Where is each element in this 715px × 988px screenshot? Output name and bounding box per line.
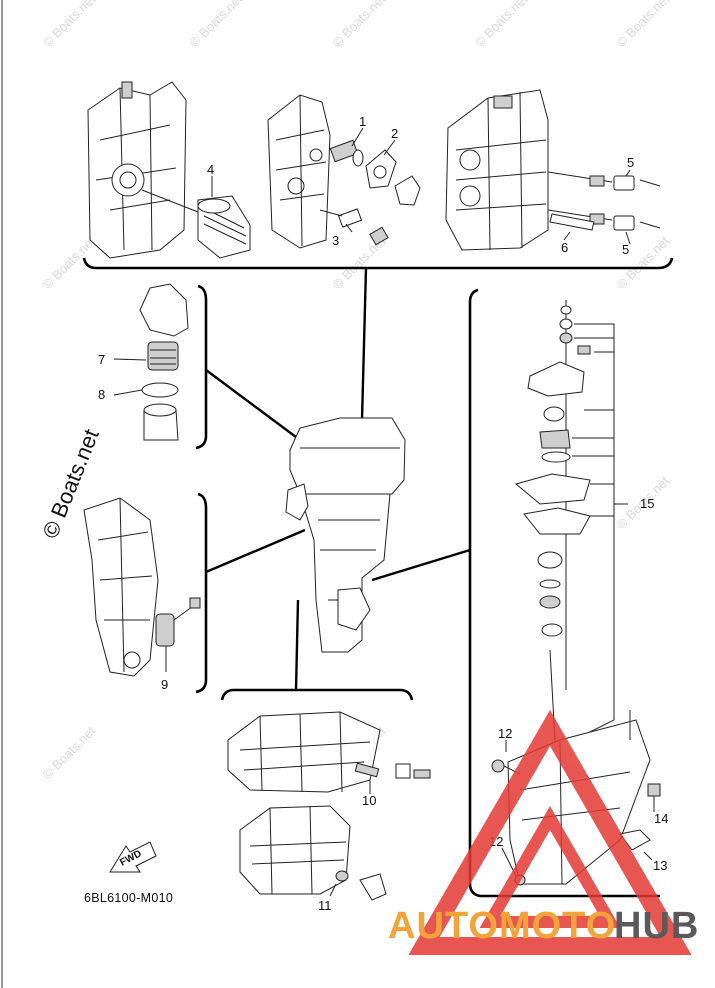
fuel-bracket (195, 284, 208, 450)
oil-pan-group (227, 711, 431, 901)
callout-8: 8 (98, 387, 105, 402)
callout-14: 14 (654, 811, 668, 826)
mount-bracket-group (83, 497, 201, 677)
water-pump-group (514, 300, 628, 761)
callout-2: 2 (391, 126, 398, 141)
watermark-11: © Boats.net (40, 723, 99, 782)
top-bracket (82, 257, 674, 270)
oil-filter (197, 195, 251, 259)
automotohub-triangle-logo (408, 710, 692, 955)
callout-4: 4 (207, 162, 214, 177)
watermark-2: © Boats.net (187, 0, 246, 50)
oil-pan-bracket (220, 688, 414, 701)
brand-right: HUB (614, 905, 699, 947)
drawing-code: 6BL6100-M010 (84, 891, 173, 905)
callout-15: 15 (640, 496, 654, 511)
callout-3: 3 (332, 233, 339, 248)
callout-7: 7 (98, 352, 105, 367)
watermark-6: © Boats.net (40, 233, 99, 292)
brand-left: AUTOMOTO (388, 905, 616, 947)
fwd-arrow-icon: FWD (109, 841, 157, 873)
watermark-4: © Boats.net (472, 0, 531, 50)
callout-6: 6 (561, 240, 568, 255)
watermark-3: © Boats.net (330, 0, 389, 50)
callout-10: 10 (362, 793, 376, 808)
callout-labels: 1 2 3 4 5 5 6 7 8 9 10 11 12 12 13 14 15 (98, 114, 668, 913)
fuel-filter-group (113, 283, 189, 441)
callout-1: 1 (359, 114, 366, 129)
callout-5a: 5 (627, 155, 634, 170)
outboard-motor (285, 417, 406, 653)
watermark-1: © Boats.net (40, 0, 99, 50)
automotohub-brand: AUTOMOTO HUB (388, 905, 699, 947)
callout-5b: 5 (622, 242, 629, 257)
callout-11: 11 (318, 898, 332, 913)
callout-9: 9 (161, 677, 168, 692)
watermark-5: © Boats.net (614, 0, 673, 50)
top-section (87, 81, 661, 259)
callout-13: 13 (653, 858, 667, 873)
callout-12a: 12 (498, 726, 512, 741)
mount-bracket (195, 492, 208, 694)
